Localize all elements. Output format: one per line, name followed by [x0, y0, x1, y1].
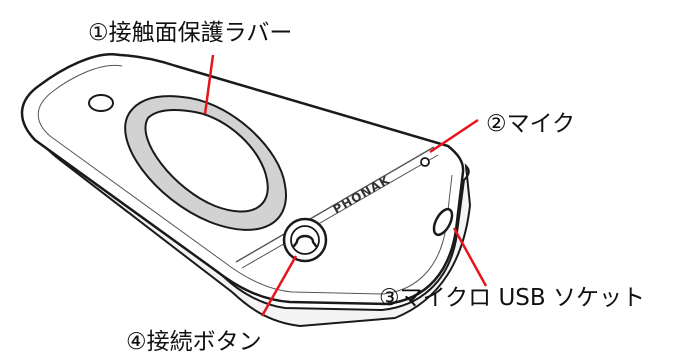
protective-rubber-ring: [124, 95, 287, 231]
panel-seam-lower: [241, 154, 439, 269]
label-microphone: ②マイク: [486, 111, 575, 137]
microphone-hole: [420, 157, 430, 167]
panel-seam: [235, 146, 435, 263]
label-usb-socket: ③マイクロ USB ソケット: [379, 285, 645, 311]
leader-line-rubber: [203, 54, 215, 115]
phone-icon: [292, 234, 318, 248]
usb-socket: [432, 207, 454, 237]
connect-button-inner: [290, 225, 320, 255]
lanyard-hole: [88, 94, 114, 112]
leader-line-button: [260, 255, 298, 317]
leader-line-usb: [452, 227, 488, 287]
label-connect-button: ④接続ボタン: [126, 329, 262, 355]
label-protective-rubber: ①接触面保護ラバー: [88, 20, 292, 46]
device-bevel: [37, 64, 453, 295]
device-side-edge: [26, 98, 472, 328]
leader-line-mic: [429, 118, 479, 154]
